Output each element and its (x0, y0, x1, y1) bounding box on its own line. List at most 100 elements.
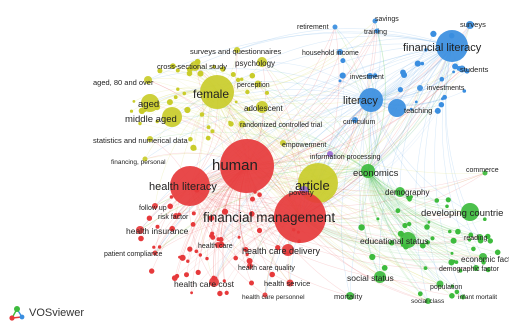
label-risk-factor[interactable]: risk factor (158, 214, 189, 221)
label-infant-mortality[interactable]: infant mortalit (458, 294, 497, 301)
node-surveys-q[interactable] (234, 47, 240, 53)
node-adolescent[interactable] (256, 101, 268, 113)
node-reading[interactable] (477, 234, 483, 240)
label-health-service[interactable]: health service (264, 279, 310, 288)
label-demographic-factor[interactable]: demographic factor (439, 266, 500, 273)
label-health-care-quality[interactable]: health care quality (238, 265, 295, 272)
node-savings[interactable] (372, 18, 378, 24)
node-financial-literacy[interactable] (436, 30, 468, 62)
node-cross-sectional[interactable] (190, 61, 200, 71)
vosviewer-brand[interactable]: VOSviewer (8, 304, 84, 322)
node-health-insurance[interactable] (136, 226, 144, 234)
label-students[interactable]: students (460, 65, 489, 74)
node-health-care[interactable] (215, 242, 221, 248)
label-aged[interactable]: aged (138, 99, 159, 110)
node-health-care-delivery[interactable] (282, 244, 294, 256)
node-statistics[interactable] (147, 136, 153, 142)
label-mortality[interactable]: mortality (334, 292, 363, 301)
label-health-care-delivery[interactable]: health care delivery (242, 246, 321, 256)
node-social-class[interactable] (425, 298, 431, 304)
label-aged80[interactable]: aged, 80 and over (93, 78, 154, 87)
label-commerce[interactable]: commerce (466, 167, 499, 174)
label-patient-compliance[interactable]: patient compliance (104, 251, 162, 258)
label-training[interactable]: training (364, 29, 387, 36)
label-health-care-personnel[interactable]: health care personnel (242, 294, 305, 301)
label-investment[interactable]: investment (350, 74, 384, 81)
node-literacy[interactable] (359, 88, 383, 112)
label-household-income[interactable]: household income (302, 50, 359, 57)
node-demography[interactable] (395, 187, 405, 197)
label-follow-up[interactable]: follow up (139, 205, 167, 212)
node-financial-management[interactable] (274, 191, 326, 243)
node-social-status[interactable] (374, 271, 386, 283)
label-cross-sectional[interactable]: cross-sectional study (157, 62, 227, 71)
label-financial-literacy[interactable]: financial literacy (403, 42, 482, 54)
label-economic-factor[interactable]: economic facto (461, 255, 509, 264)
node-economic-factor[interactable] (479, 253, 487, 261)
node-perception[interactable] (254, 80, 262, 88)
label-literacy[interactable]: literacy (343, 95, 378, 107)
label-psychology[interactable]: psychology (235, 59, 275, 68)
node-educational-status[interactable] (400, 232, 416, 248)
label-perception[interactable]: perception (237, 82, 270, 89)
label-adolescent[interactable]: adolescent (244, 104, 283, 113)
node-household-income[interactable] (337, 49, 343, 55)
label-demography[interactable]: demography (385, 188, 429, 197)
node-developing-countries[interactable] (461, 203, 479, 221)
node-surveys[interactable] (466, 21, 474, 29)
label-investments[interactable]: investments (427, 85, 465, 92)
label-savings[interactable]: savings (375, 16, 399, 23)
label-educational-status[interactable]: educational status (360, 236, 429, 246)
node-health-care-quality[interactable] (247, 263, 253, 269)
node-population[interactable] (436, 280, 444, 288)
node-training[interactable] (374, 28, 380, 34)
label-surveys-q[interactable]: surveys and questionnaires (190, 47, 282, 56)
node-financing-personal[interactable] (142, 156, 148, 162)
node-aged80[interactable] (144, 76, 152, 84)
label-economics[interactable]: economics (353, 168, 399, 179)
label-teaching[interactable]: teaching (404, 106, 432, 115)
node-economics[interactable] (361, 164, 375, 178)
label-information-processing[interactable]: information processing (310, 154, 381, 161)
label-empowerment[interactable]: empowerment (282, 142, 326, 149)
label-population[interactable]: population (430, 284, 462, 291)
label-health-care[interactable]: health care (198, 243, 233, 250)
node-retirement[interactable] (332, 24, 338, 30)
node-investment[interactable] (367, 73, 373, 79)
node-demographic-factor[interactable] (473, 265, 479, 271)
label-rct[interactable]: randomized controlled trial (240, 122, 323, 129)
node-rct[interactable] (238, 120, 246, 128)
label-financing-personal[interactable]: financing, personal (111, 159, 166, 166)
label-financial-management[interactable]: financial management (203, 210, 335, 225)
node-mortality[interactable] (346, 292, 354, 300)
label-reading[interactable]: reading (464, 235, 487, 242)
node-patient-compliance[interactable] (152, 250, 158, 256)
label-curriculum[interactable]: curriculum (343, 119, 375, 126)
node-health-care-personnel[interactable] (262, 292, 268, 298)
label-poverty[interactable]: poverty (289, 188, 314, 197)
node-middle-aged[interactable] (162, 107, 182, 127)
node-health-literacy[interactable] (170, 166, 210, 206)
node-health-care-cost[interactable] (209, 277, 219, 287)
node-human[interactable] (220, 139, 274, 193)
label-retirement[interactable]: retirement (297, 24, 329, 31)
node-curriculum[interactable] (352, 117, 358, 123)
label-social-class[interactable]: social class (411, 298, 445, 305)
label-article[interactable]: article (295, 178, 330, 193)
label-middle-aged[interactable]: middle aged (125, 114, 177, 125)
label-statistics[interactable]: statistics and numerical data (93, 136, 188, 145)
node-psychology[interactable] (257, 57, 267, 67)
node-infant-mortality[interactable] (460, 294, 466, 300)
node-health-service[interactable] (286, 279, 294, 287)
node-students[interactable] (458, 65, 466, 73)
node-empowerment[interactable] (280, 140, 286, 146)
label-developing-countries[interactable]: developing countrie (421, 208, 503, 219)
label-surveys[interactable]: surveys (460, 20, 486, 29)
node-teaching[interactable] (388, 99, 406, 117)
node-risk-factor[interactable] (173, 213, 179, 219)
node-information-processing[interactable] (327, 151, 333, 157)
node-female[interactable] (200, 75, 234, 109)
node-aged[interactable] (141, 94, 159, 112)
label-health-literacy[interactable]: health literacy (149, 181, 217, 193)
